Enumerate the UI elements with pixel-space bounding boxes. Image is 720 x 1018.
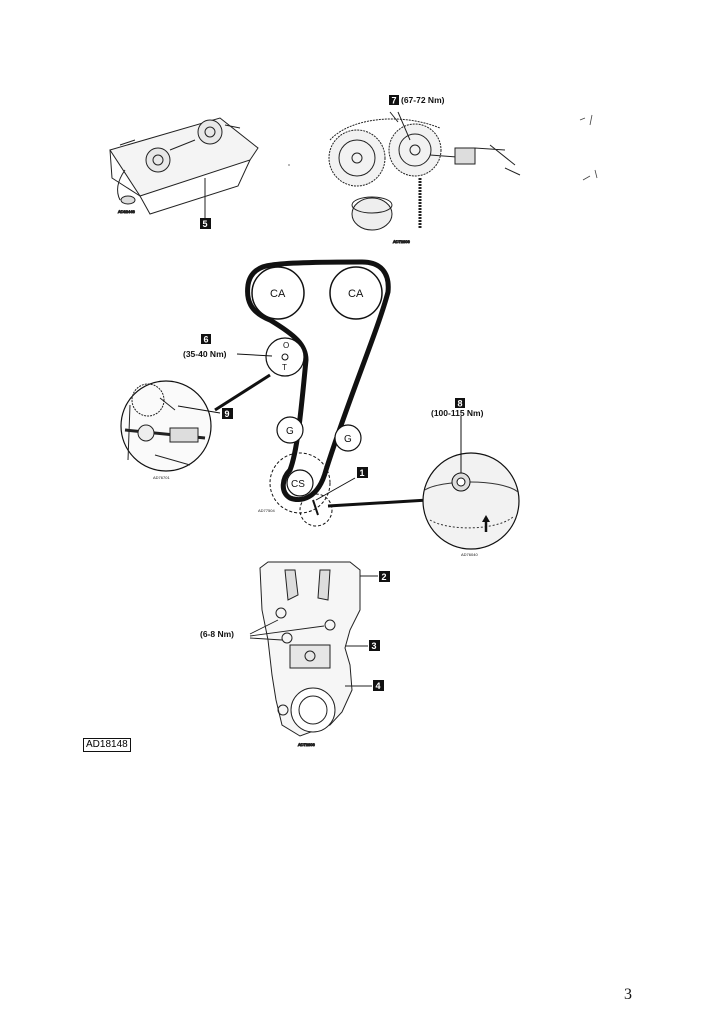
- crankshaft-mark-inset: AD76040: [327, 416, 520, 557]
- step-1-badge: 1: [315, 467, 368, 501]
- svg-text:8: 8: [458, 399, 463, 409]
- svg-text:2: 2: [382, 572, 387, 582]
- svg-text:3: 3: [372, 641, 377, 651]
- cover-bolts-torque: (6-8 Nm): [200, 629, 234, 639]
- tensioner-tool-inset: AD76701: [120, 373, 271, 480]
- step-7-badge: 7 (67-72 Nm): [389, 95, 445, 106]
- reference-code: AD18148: [83, 738, 131, 752]
- svg-text:O: O: [283, 341, 289, 350]
- camshaft-pulley-right: CA: [329, 266, 383, 320]
- step-8-torque: (100-115 Nm): [431, 408, 484, 418]
- tensioner-pulley: O T: [265, 337, 305, 377]
- timing-covers: AD72806: [249, 561, 378, 748]
- code-camshaft-tool: AD72806: [393, 239, 410, 244]
- svg-text:7: 7: [392, 96, 397, 106]
- camshaft-housing-inset: AD82446: [109, 117, 259, 218]
- step-8-badge: 8 (100-115 Nm): [431, 398, 484, 418]
- step-3-badge: 3: [369, 640, 380, 651]
- svg-text:G: G: [286, 426, 294, 437]
- step-5-badge: 5: [200, 218, 211, 229]
- guide-pulley-right: G: [334, 424, 362, 452]
- crankshaft-pulley: CS AD77504: [258, 452, 333, 527]
- svg-text:CA: CA: [270, 288, 286, 300]
- svg-text:CS: CS: [291, 479, 305, 490]
- svg-text:4: 4: [376, 681, 381, 691]
- code-tensioner-tool: AD76701: [153, 475, 170, 480]
- camshaft-sprocket-inset: AD72806: [328, 111, 521, 245]
- step-7-torque: (67-72 Nm): [401, 95, 445, 105]
- svg-text:1: 1: [360, 468, 365, 478]
- code-crankshaft-pulley: AD77504: [258, 508, 275, 513]
- svg-text:CA: CA: [348, 288, 364, 300]
- code-camshafts-head: AD82446: [118, 209, 135, 214]
- step-4-badge: 4: [373, 680, 384, 691]
- step-6-badge: 6 (35-40 Nm): [183, 334, 273, 359]
- svg-text:G: G: [344, 434, 352, 445]
- camshaft-pulley-left: CA: [251, 266, 305, 320]
- svg-text:6: 6: [204, 335, 209, 345]
- svg-text:9: 9: [225, 409, 230, 419]
- svg-text:T: T: [282, 363, 287, 372]
- timing-belt: [245, 259, 391, 503]
- scan-marks: [288, 114, 598, 181]
- svg-text:5: 5: [203, 219, 208, 229]
- page-number: 3: [624, 986, 632, 1003]
- step-6-torque: (35-40 Nm): [183, 349, 227, 359]
- step-9-badge: 9: [222, 408, 233, 419]
- guide-pulley-left: G: [276, 416, 304, 444]
- code-covers: AD72806: [298, 742, 315, 747]
- step-2-badge: 2: [379, 571, 390, 582]
- code-crank-mark: AD76040: [461, 552, 478, 557]
